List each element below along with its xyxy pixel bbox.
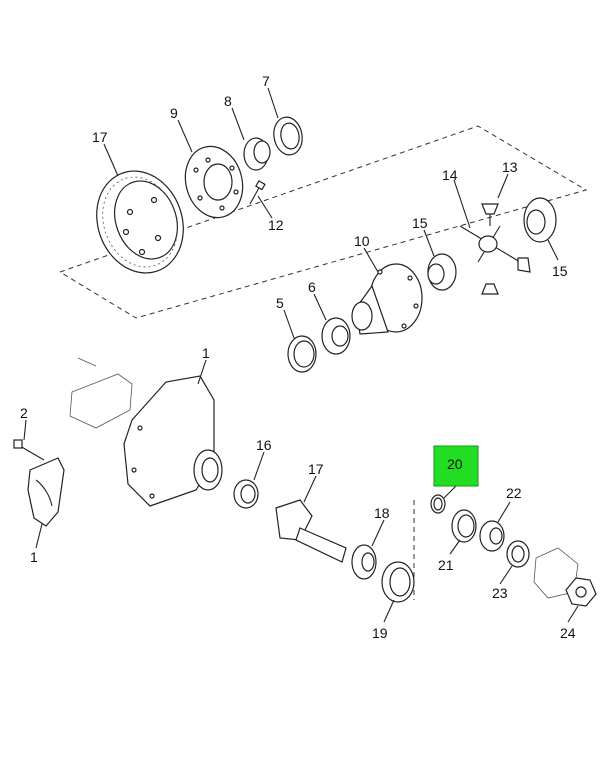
differential-case[interactable] [351,263,423,335]
callout-21[interactable]: 21 [438,557,454,573]
callout-24[interactable]: 24 [560,625,576,641]
callout-19[interactable]: 19 [372,625,388,641]
callout-22[interactable]: 22 [506,485,522,501]
bearing-cone-18[interactable] [351,544,377,580]
callout-2[interactable]: 2 [20,405,28,421]
callout-8[interactable]: 8 [224,93,232,109]
callout-12[interactable]: 12 [268,217,284,233]
spider-cross[interactable] [459,225,521,263]
differential-case-half[interactable] [178,140,251,224]
carrier-housing[interactable] [123,375,223,507]
spider-pinion-lower[interactable] [481,283,499,295]
ring-gear-upper[interactable] [83,159,198,285]
bearing-cap-lower[interactable] [27,457,65,527]
callout-labels: 17 9 8 7 12 14 13 10 15 15 5 6 1 2 1 16 … [20,73,576,641]
pinion-nut-24[interactable] [565,577,597,607]
pinion-gear-13[interactable] [481,203,499,226]
callout-7[interactable]: 7 [262,73,270,89]
bearing-cup-21[interactable] [451,509,477,543]
side-gear-upper[interactable] [243,137,271,171]
callout-20[interactable]: 20 [447,456,463,472]
callout-10[interactable]: 10 [354,233,370,249]
callout-6[interactable]: 6 [308,279,316,295]
bearing-cup-16[interactable] [233,479,259,509]
callout-15-right[interactable]: 15 [552,263,568,279]
spider-pinion-right[interactable] [517,257,531,273]
callout-17-lower[interactable]: 17 [308,461,324,477]
bolt-2[interactable] [13,439,45,461]
callout-1-upper[interactable]: 1 [202,345,210,361]
callout-13[interactable]: 13 [502,159,518,175]
bolt-12[interactable] [249,180,266,205]
bearing-cap-upper [69,357,133,429]
oil-seal-23[interactable] [506,540,530,568]
thrust-washer-5[interactable] [287,335,317,373]
side-gear-6[interactable] [321,317,351,355]
callout-5[interactable]: 5 [276,295,284,311]
leader-lines [23,87,579,623]
bearing-cone-22[interactable] [479,520,505,552]
highlight-box-20[interactable] [433,445,479,487]
drive-pinion[interactable] [275,499,347,563]
callout-23[interactable]: 23 [492,585,508,601]
callout-15-left[interactable]: 15 [412,215,428,231]
side-gear-left[interactable] [427,253,457,291]
thrust-washer-upper[interactable] [271,115,305,157]
callout-17-upper[interactable]: 17 [92,129,108,145]
snap-ring-20[interactable] [430,494,446,514]
callout-1-lower[interactable]: 1 [30,549,38,565]
callout-18[interactable]: 18 [374,505,390,521]
callout-9[interactable]: 9 [170,105,178,121]
side-gear-right[interactable] [523,197,557,243]
callout-14[interactable]: 14 [442,167,458,183]
bearing-cup-19[interactable] [381,561,415,603]
callout-16[interactable]: 16 [256,437,272,453]
differential-group-outline [58,125,588,319]
